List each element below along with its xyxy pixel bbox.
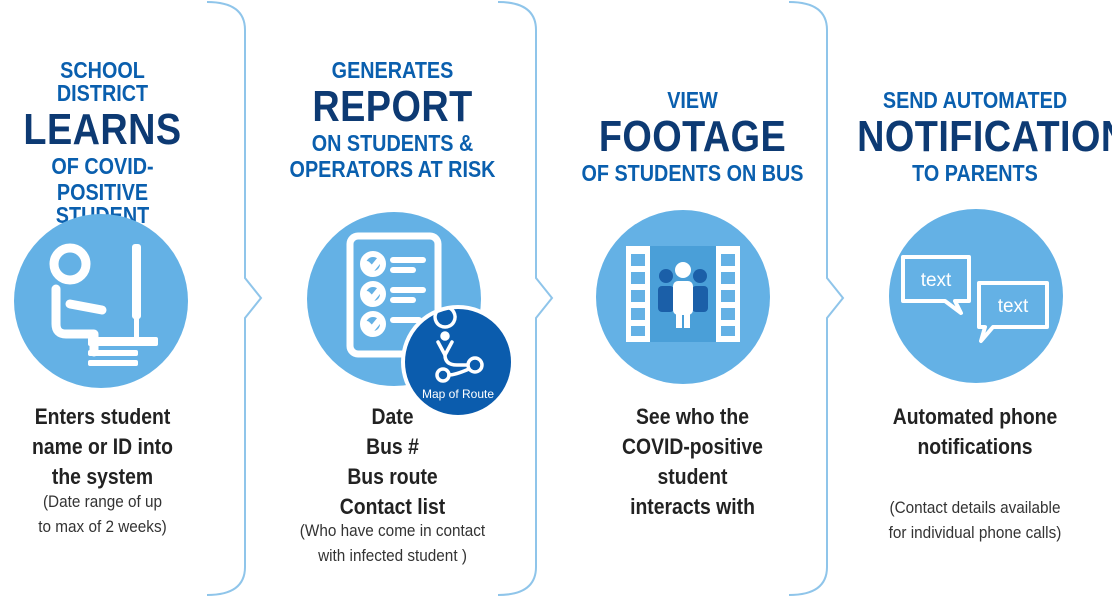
step-description: Automated phone notifications <box>854 402 1095 462</box>
note-line: (Who have come in contact <box>299 521 486 540</box>
step-heading: SEND AUTOMATED NOTIFICATIONS TO PARENTS <box>857 86 1112 188</box>
note-line: with infected student ) <box>318 546 467 565</box>
note-line: (Date range of up <box>42 492 163 511</box>
description-line: See who the <box>636 404 749 429</box>
icon-circle <box>14 214 188 388</box>
person-at-computer-icon <box>49 243 158 366</box>
step-learns: SCHOOL DISTRICT LEARNS OF COVID- POSITIV… <box>0 0 205 597</box>
heading-top: GENERATES <box>331 57 454 83</box>
text-messages-icon: text text <box>901 255 1049 343</box>
step-divider-3 <box>788 1 845 596</box>
map-of-route-badge: Map of Route <box>401 305 515 419</box>
heading-top: SEND AUTOMATED <box>882 87 1068 113</box>
step-divider-1 <box>206 1 263 596</box>
description-line: interacts with <box>630 494 755 519</box>
heading-bottom: ON STUDENTS & <box>311 130 474 156</box>
heading-bottom: OF STUDENTS ON BUS <box>581 160 804 186</box>
step-note: (Date range of up to max of 2 weeks) <box>10 489 195 539</box>
step-heading: VIEW FOOTAGE OF STUDENTS ON BUS <box>579 86 807 188</box>
heading-top: VIEW <box>667 87 718 113</box>
step-description: Enters student name or ID into the syste… <box>12 402 192 492</box>
bubble-text: text <box>998 296 1029 317</box>
bubble-text: text <box>921 270 952 291</box>
step-heading: GENERATES REPORT ON STUDENTS & OPERATORS… <box>287 56 498 184</box>
step-report: GENERATES REPORT ON STUDENTS & OPERATORS… <box>270 0 515 597</box>
heading-bottom: OF COVID- <box>51 153 154 179</box>
heading-big: REPORT <box>312 82 473 131</box>
description-line: Automated phone <box>892 404 1058 429</box>
step-divider-2 <box>497 1 554 596</box>
heading-top: SCHOOL DISTRICT <box>56 57 149 106</box>
step-footage: VIEW FOOTAGE OF STUDENTS ON BUS <box>560 0 825 597</box>
description-line: name or ID into <box>32 434 173 459</box>
description-line: Enters student <box>34 404 171 429</box>
icon-circle <box>596 210 770 384</box>
heading-big: NOTIFICATIONS <box>857 112 1112 161</box>
heading-bottom: TO PARENTS <box>912 160 1038 186</box>
heading-big: FOOTAGE <box>598 112 787 161</box>
description-line: Bus # <box>366 434 419 459</box>
step-description: Date Bus # Bus route Contact list <box>285 402 501 522</box>
map-of-route-label: Map of Route <box>421 387 495 401</box>
heading-big: LEARNS <box>23 105 182 154</box>
description-line: the system <box>51 464 154 489</box>
video-footage-icon <box>626 246 740 342</box>
note-line: to max of 2 weeks) <box>38 517 167 536</box>
checklist-icon <box>346 232 442 358</box>
icon-circle: text text <box>889 209 1063 383</box>
step-note: (Contact details available for individua… <box>852 495 1099 545</box>
heading-bottom: OPERATORS AT RISK <box>289 156 496 182</box>
description-line: notifications <box>917 434 1033 459</box>
step-description: See who the COVID-positive student inter… <box>576 402 809 522</box>
icon-circle <box>307 212 481 386</box>
description-line: Date <box>371 404 414 429</box>
step-heading: SCHOOL DISTRICT LEARNS OF COVID- POSITIV… <box>14 56 190 230</box>
description-line: student <box>657 464 728 489</box>
description-line: Bus route <box>347 464 438 489</box>
note-line: for individual phone calls) <box>888 523 1062 542</box>
step-notifications: SEND AUTOMATED NOTIFICATIONS TO PARENTS … <box>838 0 1112 597</box>
note-line: (Contact details available <box>889 498 1061 517</box>
description-line: Contact list <box>339 494 446 519</box>
step-note: (Who have come in contact with infected … <box>282 518 503 568</box>
route-map-icon <box>433 309 484 383</box>
description-line: COVID-positive <box>622 434 763 459</box>
